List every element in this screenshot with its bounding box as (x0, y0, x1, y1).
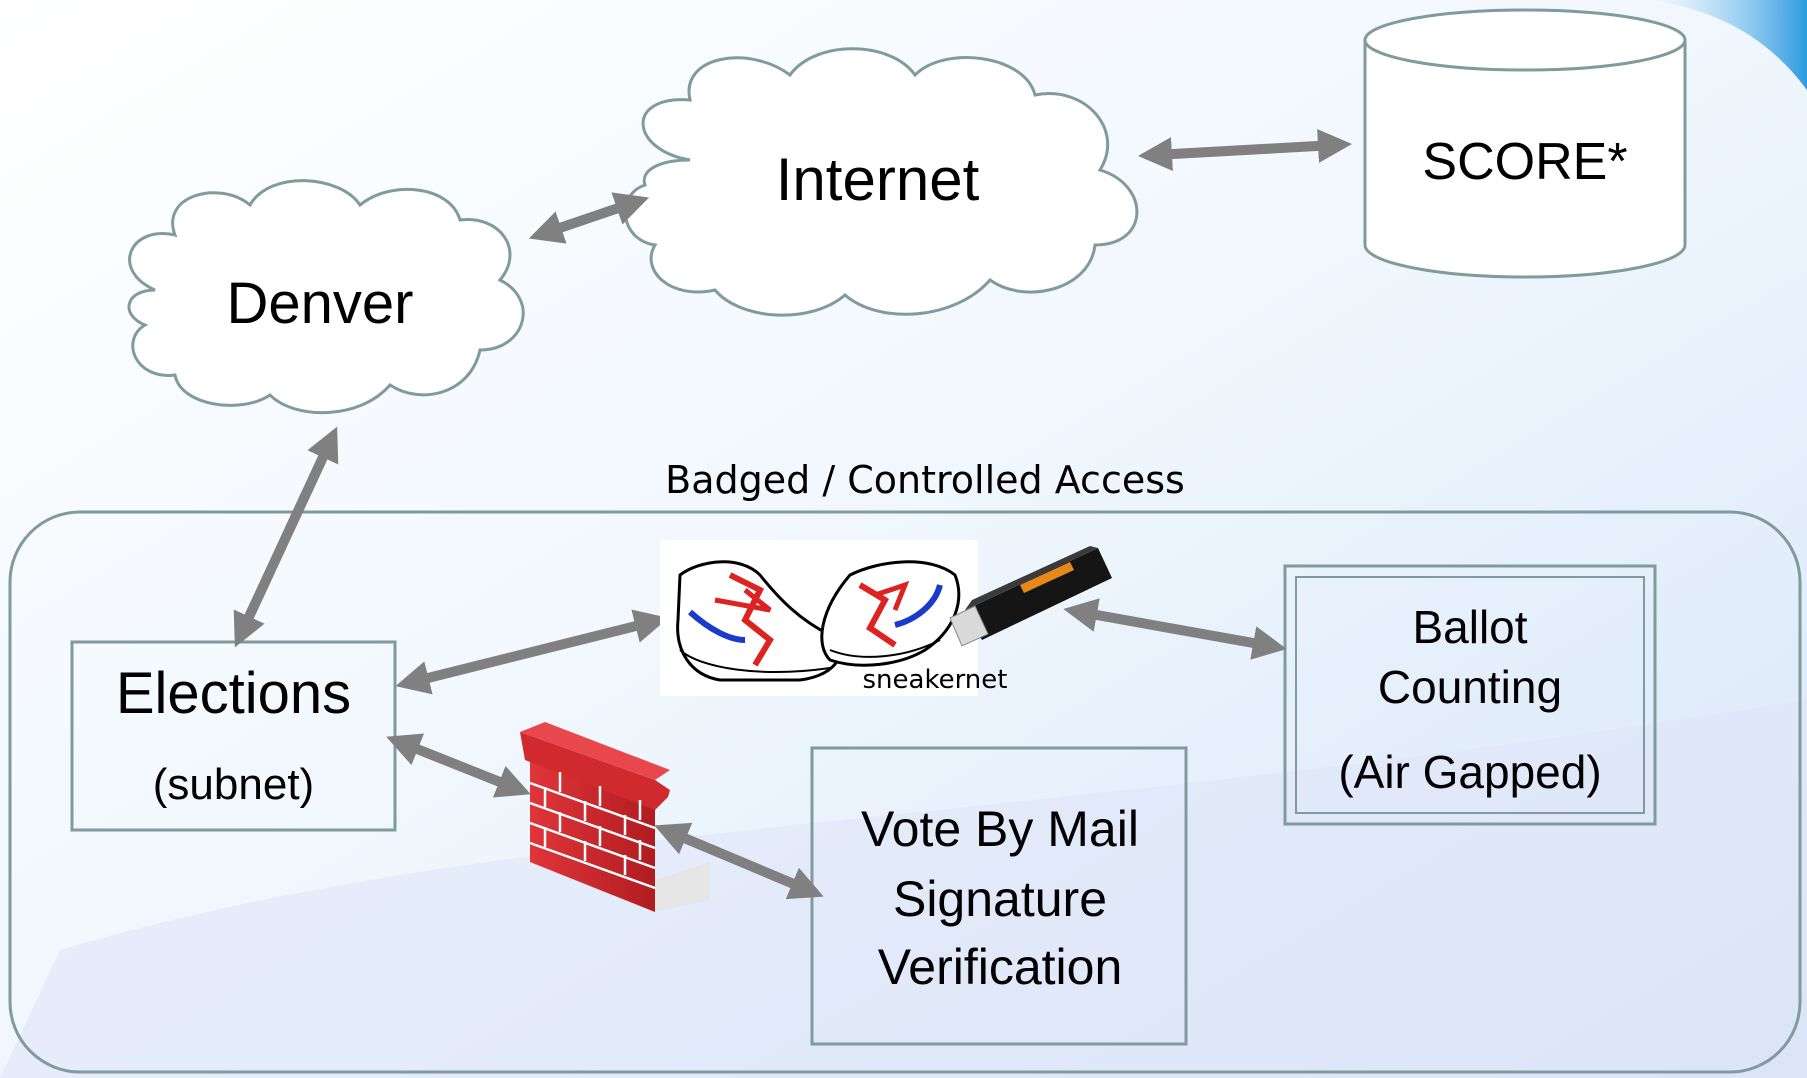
internet-cloud (623, 47, 1139, 317)
usb-drive-icon (949, 546, 1112, 647)
denver-label: Denver (226, 271, 414, 336)
controlled-access-zone (8, 510, 1802, 1074)
zone-label: Badged / Controlled Access (665, 458, 1185, 502)
vbm-line1: Vote By Mail (861, 801, 1139, 857)
arrow-internet-score (1138, 128, 1352, 172)
ballot-line1: Ballot (1412, 601, 1528, 653)
cloud-icon (127, 179, 525, 415)
database-cylinder-icon (1363, 8, 1687, 279)
arrow-elections-sneakernet (395, 609, 669, 695)
vbm-line2: Signature (892, 871, 1108, 927)
denver-cloud (127, 179, 525, 415)
sneakers-icon (660, 540, 978, 696)
ballot-line3: (Air Gapped) (1338, 746, 1602, 798)
elections-sublabel: (subnet) (152, 760, 315, 809)
arrow-elections-firewall (386, 733, 531, 798)
arrow-usb-ballot (1063, 598, 1287, 660)
arrow-denver-elections (233, 426, 339, 648)
ballot-line2: Counting (1377, 661, 1563, 713)
internet-label: Internet (775, 146, 980, 213)
ballot-counting-box-outer (1283, 564, 1657, 826)
score-label: SCORE* (1422, 133, 1628, 191)
firewall-brick-icon (520, 722, 710, 912)
vbm-line3: Verification (877, 939, 1123, 995)
arrow-denver-internet (528, 192, 650, 244)
elections-label: Elections (115, 661, 352, 726)
ballot-counting-box-inner (1295, 576, 1645, 814)
sneakernet-label: sneakernet (862, 665, 1008, 695)
cloud-icon (623, 47, 1139, 317)
arrow-firewall-vbm (654, 822, 824, 900)
